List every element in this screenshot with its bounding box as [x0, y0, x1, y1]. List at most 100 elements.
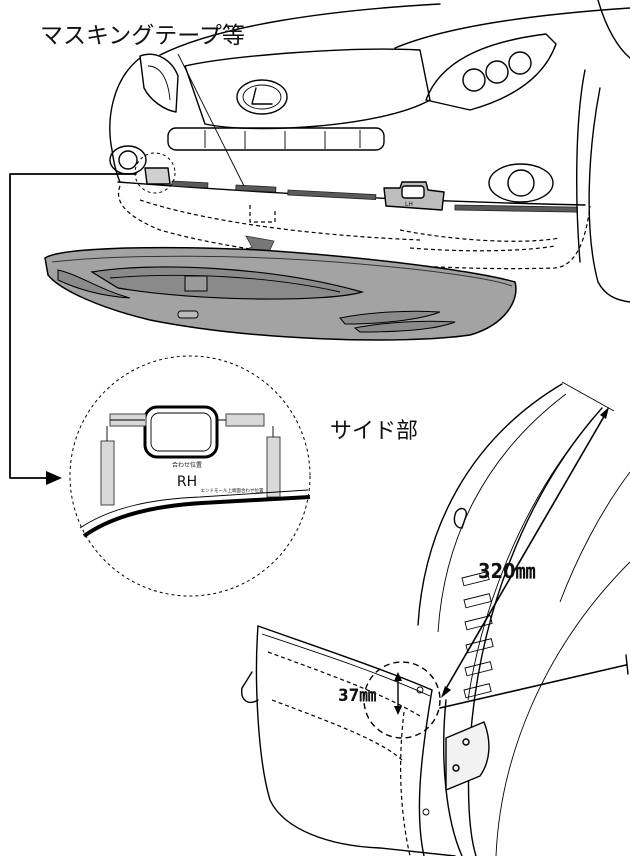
masking-tape-3 [287, 189, 377, 201]
side-part-label: サイド部 [330, 419, 418, 444]
right-headlight [425, 33, 557, 111]
fender-slot [463, 593, 492, 609]
fender-front-edge [417, 383, 563, 626]
masking-tape-4 [454, 204, 578, 213]
emblem-outer [236, 79, 288, 115]
lip-spoiler-slot-inner [109, 274, 341, 293]
side-view: 37㎜ 320㎜ [241, 381, 630, 856]
rh-label: RH [177, 474, 197, 490]
end-mold-align-label: エンドモール上端面合わせ位置 [201, 487, 264, 494]
headlight-lamp-1 [462, 68, 486, 92]
left-fog-bezel [109, 145, 147, 175]
side-bracket-screw-2 [452, 764, 460, 772]
side-spoiler-hidden-line-1 [267, 651, 421, 717]
detail-tape-side-left [100, 440, 115, 506]
right-fog-bezel [488, 163, 554, 203]
dim-320-label: 320㎜ [478, 559, 536, 583]
detail-circle [69, 355, 311, 597]
wheel-arc [495, 561, 630, 856]
dim-320-arrow-bottom [441, 686, 451, 698]
lip-spoiler-fin-1 [339, 310, 441, 325]
side-pointer-tick [625, 654, 629, 675]
fender-slots [461, 571, 494, 699]
right-fog-light [507, 169, 535, 197]
side-spoiler-top-edge [257, 625, 433, 691]
dim-320-extension [561, 381, 615, 412]
side-pointer-line [439, 664, 627, 709]
masking-tape-leader [177, 53, 245, 187]
front-tire [588, 87, 630, 303]
align-position-label: 合わせ位置 [172, 461, 202, 469]
front-grille [184, 48, 431, 130]
rh-detail-view: 合わせ位置 RH エンドモール上端面合わせ位置 [69, 355, 311, 597]
emblem-letter [251, 87, 273, 105]
hood-edge [159, 3, 441, 56]
side-spoiler-front-edge [255, 625, 456, 856]
fender-front-inner [437, 393, 567, 633]
left-headlight-detail [147, 65, 171, 101]
side-spoiler-hole-2 [422, 808, 430, 816]
side-spoiler-hole-1 [416, 686, 424, 694]
detail-tape-links [106, 419, 274, 441]
lh-label: LH [405, 201, 413, 208]
lip-spoiler-left-fin [57, 269, 131, 299]
detail-tape-side-right [266, 436, 281, 498]
rh-bracket [144, 167, 171, 185]
body-left-edge [109, 57, 141, 183]
spoiler-position-inner-4 [249, 205, 276, 223]
side-spoiler-hidden-line-3 [271, 699, 403, 761]
lip-spoiler [44, 246, 517, 341]
masking-tape-1 [171, 180, 209, 189]
fender-slot [464, 615, 493, 631]
side-spoiler-rear-edge [418, 689, 433, 856]
spoiler-position-inner-2 [399, 229, 561, 242]
left-headlight [139, 53, 179, 113]
fender-edge [576, 69, 586, 263]
side-spoiler-hidden-line-2 [400, 711, 411, 856]
fender-top-line [597, 0, 630, 59]
headlight-lamp-3 [508, 51, 532, 75]
side-spoiler-top-edge-inner [261, 633, 431, 697]
fender-hook-tab [453, 507, 468, 529]
fender-slot [464, 661, 493, 677]
dim-320-arrow-top [600, 407, 609, 419]
lower-grille-dividers [204, 130, 361, 149]
windshield-edge [394, 7, 630, 49]
spoiler-position-inner-3 [409, 245, 556, 252]
fender-slot [463, 683, 492, 699]
dim-37-arrow-top [394, 672, 402, 681]
left-fog-light [118, 150, 138, 170]
detail-tape-top-right [225, 413, 265, 427]
masking-tape-label: マスキングテープ等 [40, 23, 245, 49]
lip-spoiler-center-tab [184, 275, 208, 292]
dim-37-label: 37㎜ [338, 686, 376, 706]
wheel-arc-outer [559, 471, 630, 603]
fender-arch-edge [467, 407, 603, 856]
fender-arch-inner [467, 419, 593, 701]
detail-body-line [79, 489, 309, 529]
masking-tape-2 [235, 184, 277, 193]
detail-bracket-outer [143, 405, 219, 459]
side-detail-marker [363, 661, 441, 739]
fender-slot [461, 571, 490, 587]
spoiler-position-inner-1 [139, 199, 421, 241]
lip-spoiler-fin-2 [353, 320, 456, 333]
detail-bracket-inner [150, 412, 212, 452]
headlight-lamp-2 [485, 60, 509, 84]
dim-37-arrow-bottom [394, 706, 402, 715]
emblem-inner [242, 84, 282, 110]
side-bracket-screw-1 [462, 738, 470, 746]
detail-connector-line [9, 173, 137, 479]
detail-end-mold-line [82, 495, 311, 538]
side-bracket-plate [445, 721, 490, 791]
fender-slot [465, 638, 494, 654]
lh-bracket-window [401, 185, 425, 199]
side-spoiler-corner-tab [241, 671, 259, 704]
detail-connector-arrowhead [46, 471, 62, 485]
lip-spoiler-upper-lip [51, 255, 513, 287]
lip-spoiler-small-slot [177, 310, 199, 319]
dim-320-line [443, 412, 607, 693]
rh-detail-marker [134, 152, 176, 194]
